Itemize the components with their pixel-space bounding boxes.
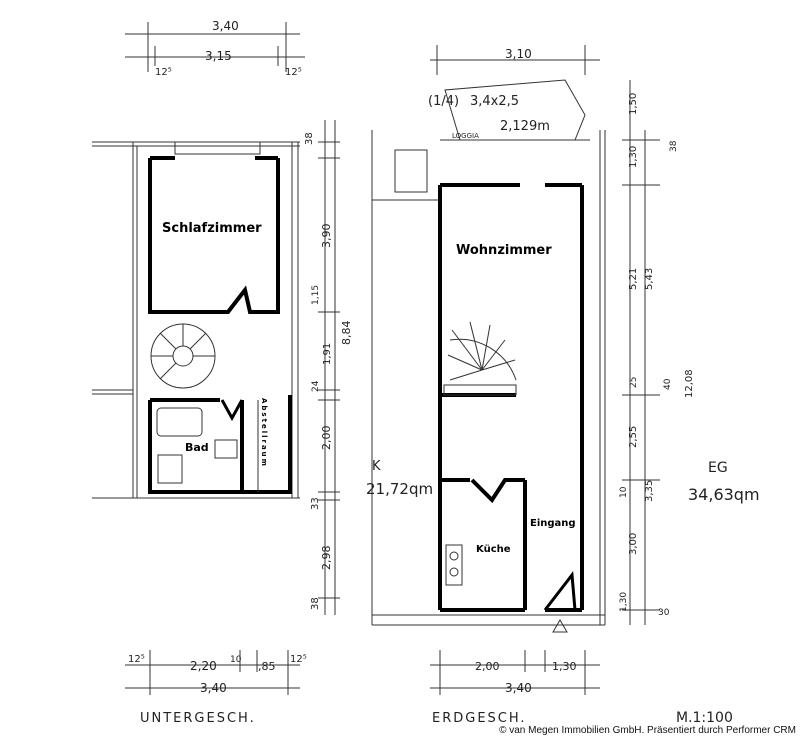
- dim-v-191: 1,91: [322, 343, 333, 365]
- dim-ug-bottom-a: 12⁵: [128, 654, 145, 665]
- loggia-note-a: (1/4): [428, 94, 459, 109]
- dim-r-25: 25: [629, 377, 639, 388]
- dim-r-30: 30: [658, 608, 670, 618]
- dim-ug-top-total: 3,40: [212, 19, 239, 33]
- dim-r-1208: 12,08: [684, 369, 695, 398]
- dim-ug-bottom-e: 12⁵: [290, 654, 307, 665]
- dim-eg-bottom-b: 1,30: [552, 660, 577, 673]
- dim-r-300: 3,00: [628, 533, 639, 555]
- dim-v-298: 2,98: [320, 546, 333, 571]
- dim-r-38: 38: [669, 140, 679, 152]
- dim-ug-top-inner: 3,15: [205, 49, 232, 63]
- room-label-bad: Bad: [185, 441, 209, 454]
- dim-v-33: 33: [310, 497, 321, 510]
- untergeschoss-plan: [92, 22, 340, 695]
- dim-ug-top-left: 12⁵: [155, 67, 172, 78]
- dim-ug-bottom-c: 10: [230, 655, 242, 665]
- dim-ug-bottom-b: 2,20: [190, 659, 217, 673]
- eg-code: EG: [708, 460, 728, 476]
- dim-r-10: 10: [619, 486, 629, 498]
- dim-ug-top-right: 12⁵: [285, 67, 302, 78]
- dim-r-150: 1,50: [628, 93, 639, 115]
- dim-r-130b: 1,30: [619, 592, 629, 612]
- dim-v-38-top: 38: [304, 132, 315, 145]
- caption-untergeschoss: UNTERGESCH.: [140, 711, 256, 726]
- dim-ug-bottom-total: 3,40: [200, 681, 227, 695]
- dim-r-335: 3,35: [644, 480, 655, 502]
- dim-eg-bottom-a: 2,00: [475, 660, 500, 673]
- dim-v-115: 1,15: [311, 285, 321, 305]
- erdgeschoss-plan: [371, 45, 660, 695]
- dim-r-130: 1,30: [628, 146, 639, 168]
- dim-v-24: 24: [311, 380, 321, 392]
- dim-eg-bottom-total: 3,40: [505, 681, 532, 695]
- caption-erdgeschoss: ERDGESCH.: [432, 711, 527, 726]
- dim-v-200: 2,00: [320, 426, 333, 451]
- room-label-kueche: Küche: [476, 544, 511, 555]
- area-value: 21,72qm: [366, 480, 433, 498]
- dim-r-543: 5,43: [644, 268, 655, 290]
- dim-eg-top-total: 3,10: [505, 47, 532, 61]
- copyright-notice: © van Megen Immobilien GmbH. Präsentiert…: [499, 725, 796, 736]
- room-label-abstellraum: Abstellraum: [260, 398, 268, 468]
- dim-v-884: 8,84: [340, 321, 353, 346]
- room-label-wohnzimmer: Wohnzimmer: [456, 243, 552, 258]
- loggia-note-c: 2,129m: [500, 119, 550, 134]
- room-label-eingang: Eingang: [530, 518, 576, 529]
- dim-v-390: 3,90: [320, 224, 333, 249]
- dim-r-255: 2,55: [628, 426, 639, 448]
- dim-ug-bottom-d: ,85: [258, 660, 276, 673]
- eg-area: 34,63qm: [688, 485, 760, 504]
- dim-r-40: 40: [663, 378, 673, 390]
- room-label-schlafzimmer: Schlafzimmer: [162, 221, 262, 236]
- area-k: K: [372, 459, 381, 474]
- dim-v-38-bottom: 38: [310, 597, 321, 610]
- caption-scale: M.1:100: [676, 710, 733, 726]
- loggia-note-b: 3,4x2,5: [470, 94, 519, 109]
- dim-r-521: 5,21: [628, 268, 639, 290]
- loggia-label: LOGGIA: [452, 132, 479, 140]
